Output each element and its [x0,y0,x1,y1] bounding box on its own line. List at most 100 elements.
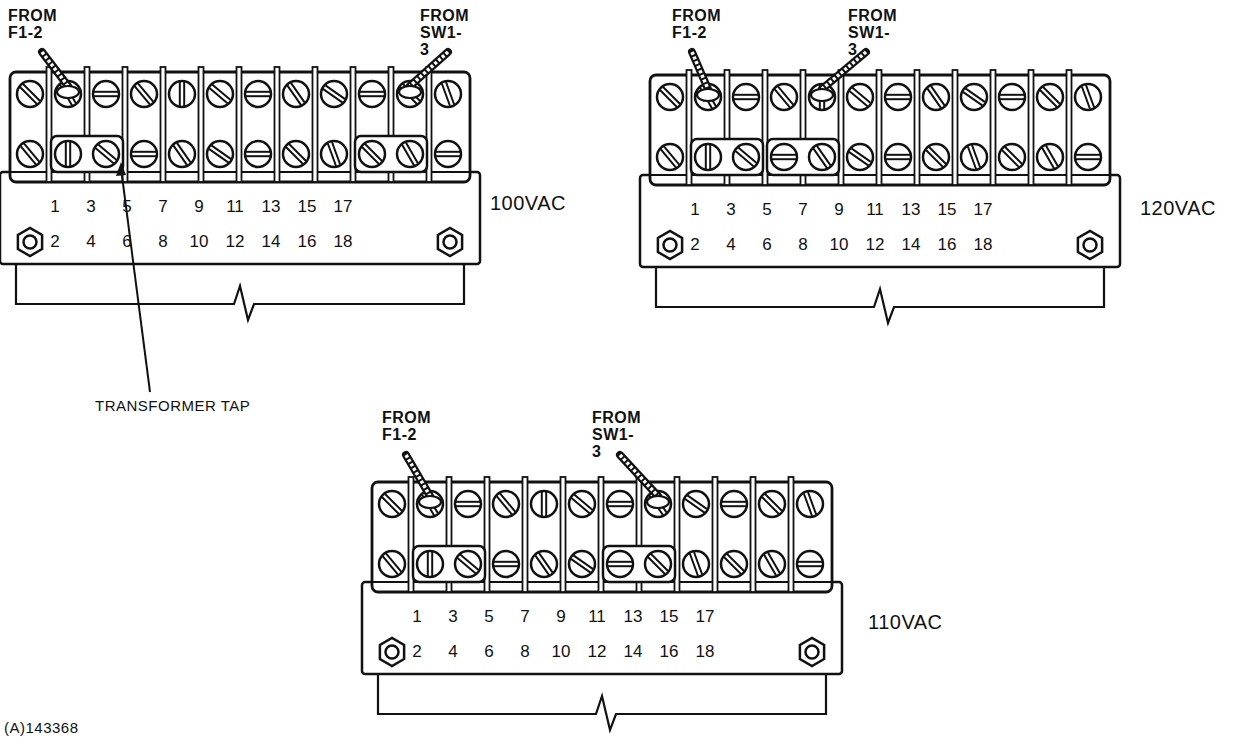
screw-slot [1005,147,1022,164]
screw-head [417,491,443,517]
wire-lug [811,89,833,101]
terminal-number: 7 [520,608,529,626]
barrier-rib [1029,70,1034,185]
screw-head [569,491,595,517]
screw-head [55,141,81,167]
screw-slot [494,565,518,567]
screw-slot [608,501,632,503]
screw-slot [332,142,340,165]
terminal-number: 5 [762,201,771,219]
jumper-bar [413,546,485,582]
barrier-rib [1067,70,1072,185]
screw-slot [545,492,547,516]
screw-head [1075,144,1101,170]
screw-head [923,144,949,170]
barrier-rib [953,70,958,185]
wire [620,455,658,496]
wire-lug [399,86,421,98]
plate-break-line [16,264,464,320]
screw-head [797,551,823,577]
nut-bore [664,239,677,252]
screw-slot [573,555,593,569]
barrier-rib [877,70,882,185]
screw-head [847,144,873,170]
terminal-number: 12 [588,643,607,661]
terminal-number: 6 [762,236,771,254]
terminal-number: 4 [448,643,457,661]
screw-head [93,81,119,107]
screw-slot [1076,154,1100,156]
screw-head [397,141,423,167]
screw-head [169,81,195,107]
terminal-number: 8 [158,233,167,251]
drawing-number: (A)143368 [4,720,79,736]
screw-head [683,491,709,517]
screw-slot [291,83,305,103]
terminal-number: 16 [660,643,679,661]
nut-bore [386,646,399,659]
screw-head [721,551,747,577]
barrier-rib [523,477,528,592]
terminal-number: 16 [298,233,317,251]
hex-nut [658,231,682,259]
terminal-number: 11 [866,201,884,219]
screw-slot [772,158,796,160]
terminal-number: 6 [484,643,493,661]
terminal-number: 10 [190,233,209,251]
screw-head [55,81,81,107]
screw-slot [1046,146,1058,167]
terminal-number: 13 [624,608,643,626]
voltage-label: 110VAC [868,612,943,633]
screw-slot [132,151,156,153]
terminal-number: 12 [866,236,885,254]
wire-lug [697,89,719,101]
wire [42,52,68,86]
terminal-number: 7 [798,201,807,219]
screw-head [283,141,309,167]
screw-head [435,81,461,107]
screw-slot [738,148,756,163]
terminal-number: 2 [690,236,699,254]
terminal-number: 12 [226,233,245,251]
screw-head [17,141,43,167]
terminal-number: 14 [262,233,281,251]
screw-slot [608,561,632,563]
screw-slot [211,145,231,159]
screw-head [885,84,911,110]
screw-slot [98,145,116,160]
wire-braid [692,52,708,89]
screw-slot [431,552,433,576]
terminal-number: 11 [226,198,244,216]
screw-head [961,144,987,170]
screw-slot [778,86,793,104]
screw-slot [808,492,816,515]
terminal-number: 17 [974,201,993,219]
terminal-number: 16 [938,236,957,254]
wire [822,52,866,89]
screw-slot [608,505,632,507]
screw-head [569,551,595,577]
wire [406,455,430,496]
screw-head [17,81,43,107]
screw-slot [694,552,702,575]
screw-head [657,144,683,170]
terminal-number: 5 [122,198,131,216]
screw-slot [817,146,831,166]
screw-head [797,491,823,517]
screw-slot [177,143,191,163]
screw-head [923,84,949,110]
hex-nut [18,228,42,256]
plate-break-line [378,674,826,730]
screw-head [657,84,683,110]
nut-bore [24,236,37,249]
barrier-rib [237,67,242,182]
terminal-number: 4 [86,233,95,251]
terminal-number: 8 [520,643,529,661]
barrier-rib [991,70,996,185]
screw-head [645,551,671,577]
hex-nut [1078,231,1102,259]
screw-slot [65,142,67,166]
screw-slot [436,155,460,157]
terminal-number: 3 [726,201,735,219]
